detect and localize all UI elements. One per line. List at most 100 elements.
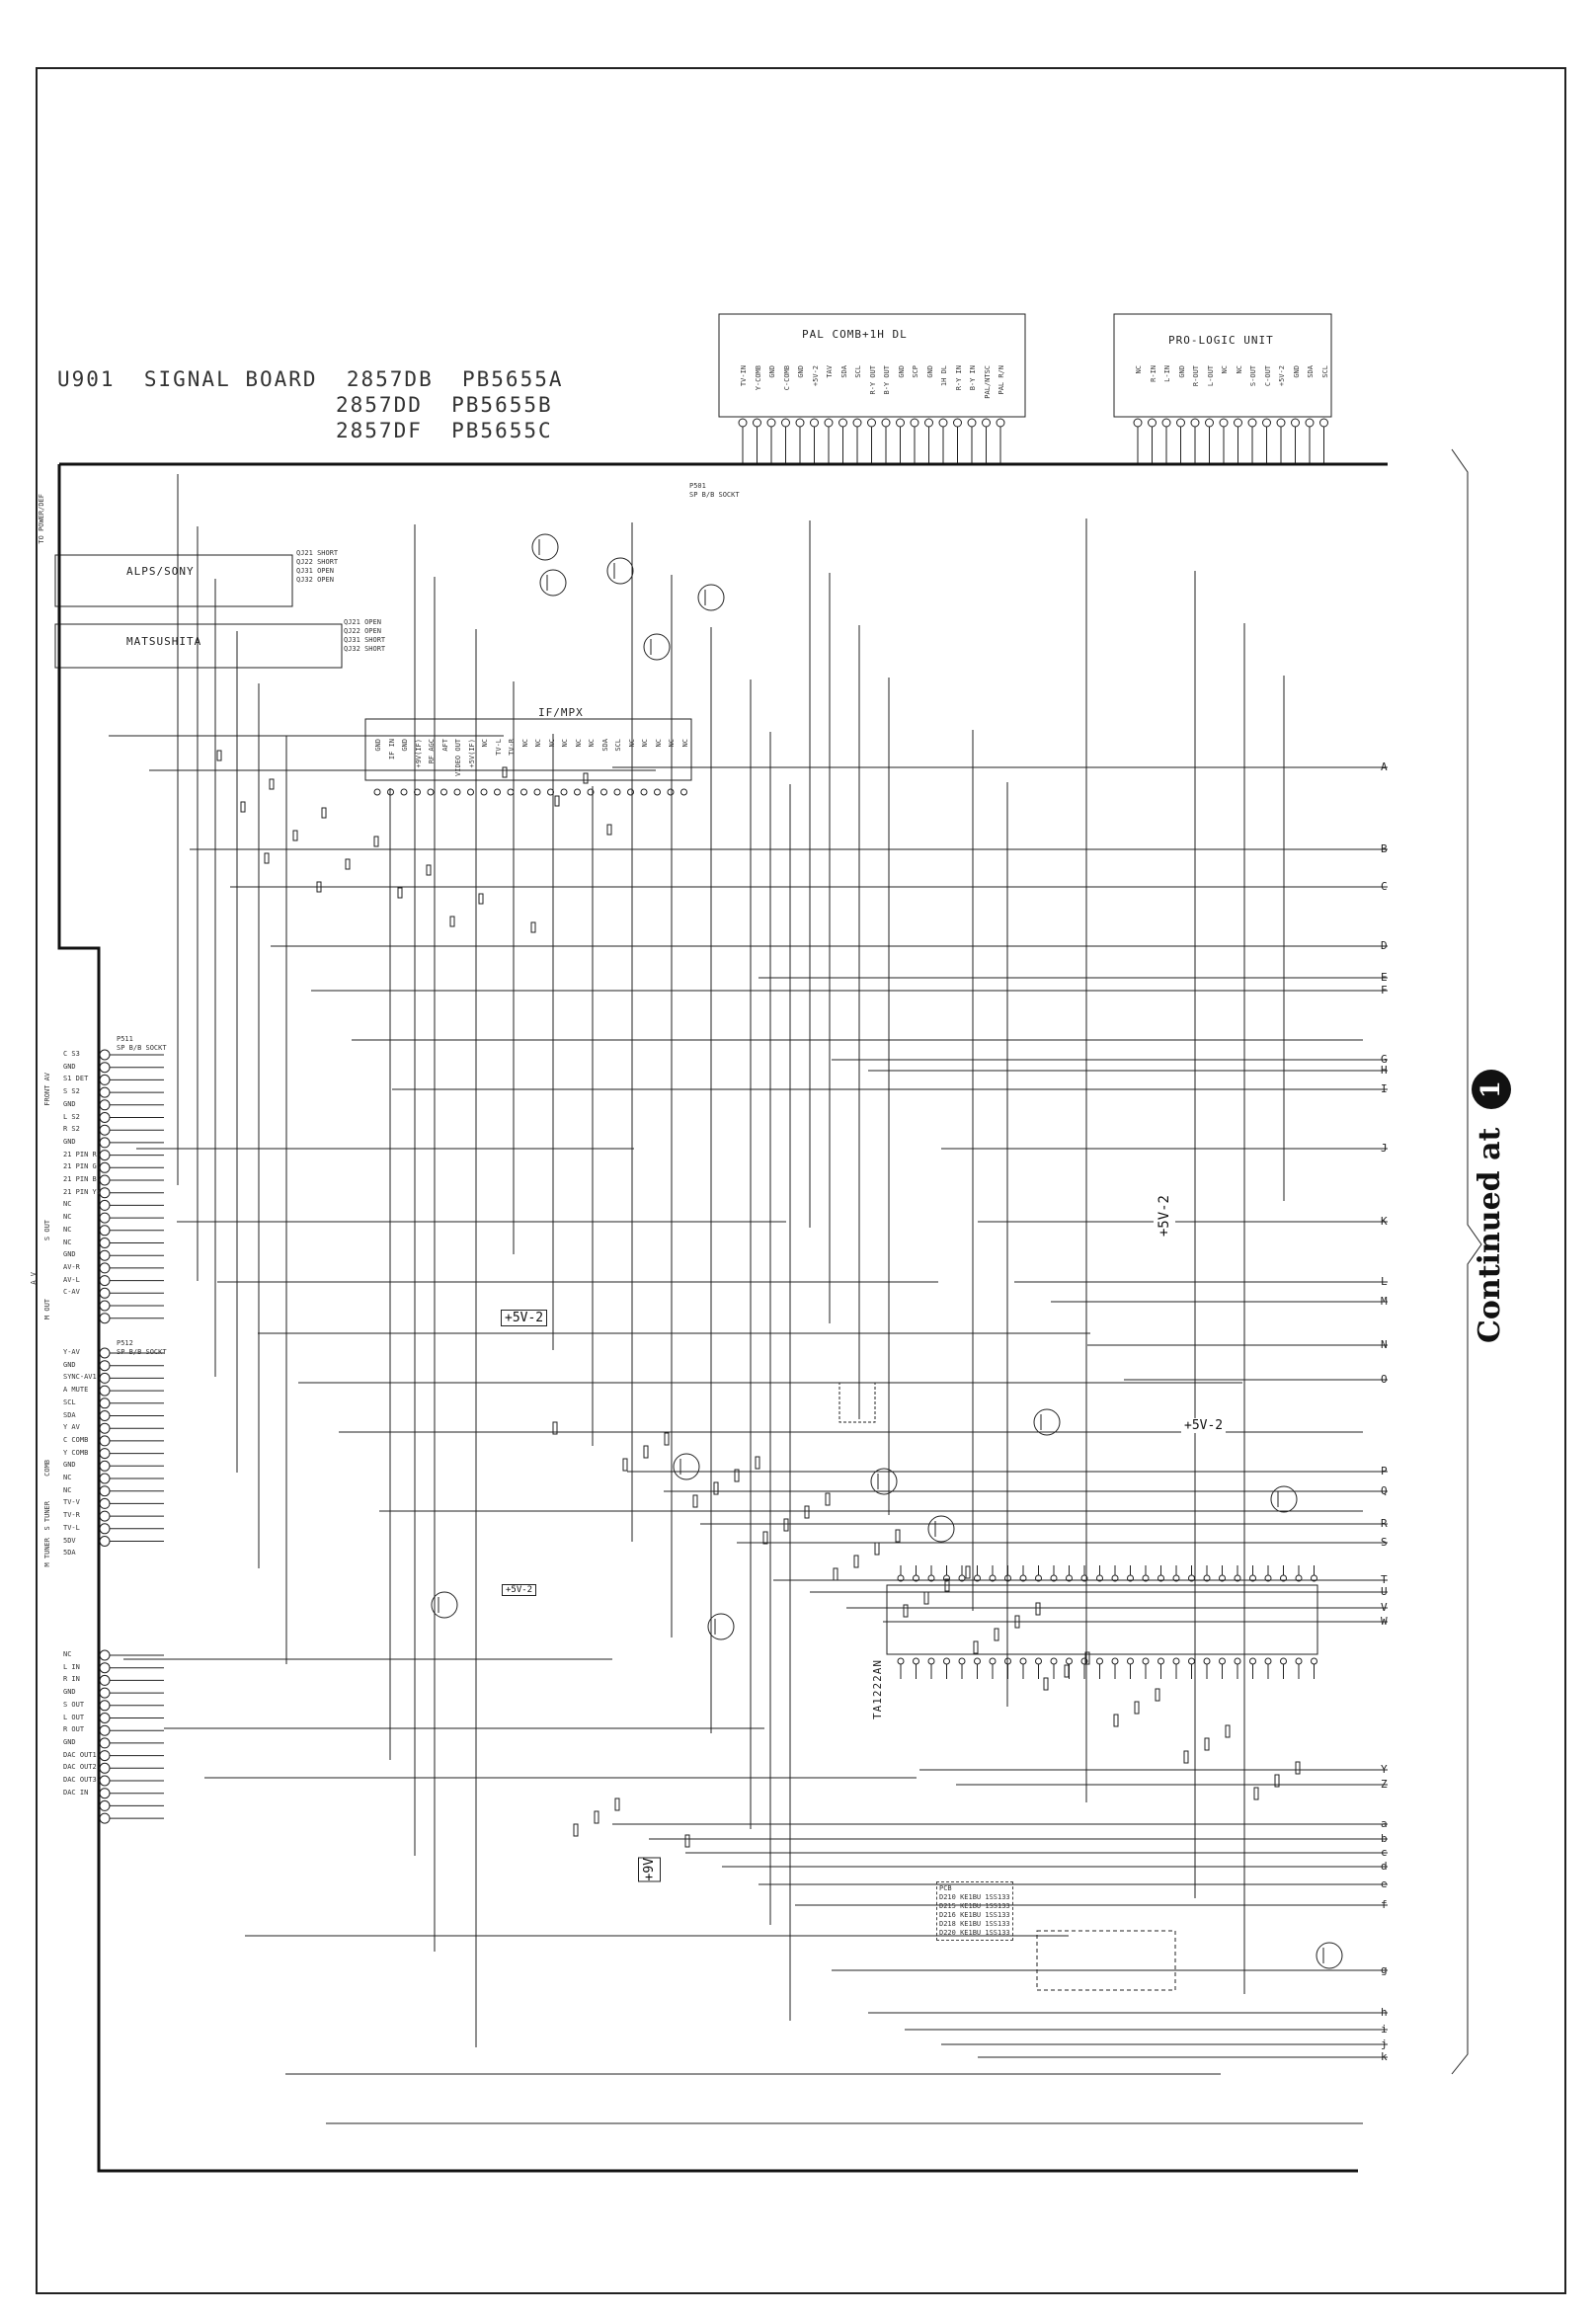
pal-pin-label: PAL R/N xyxy=(998,365,1005,395)
resistor xyxy=(622,1458,628,1472)
ic-bottom-pin xyxy=(913,1657,919,1665)
ic-bottom-pin xyxy=(974,1657,981,1665)
ic-top-pin xyxy=(1311,1574,1317,1582)
left-connector-pin xyxy=(99,1112,111,1123)
left-connector-pin-3 xyxy=(99,1700,111,1712)
left-conn-pin-label: 21 PIN B xyxy=(63,1175,97,1183)
ic-bottom-pin xyxy=(958,1657,966,1665)
ifmpx-pin-label: +5V(IF) xyxy=(467,739,476,768)
ic-top-pin xyxy=(927,1574,935,1582)
if-pin xyxy=(600,788,607,796)
pro-connector-pin xyxy=(1291,418,1300,428)
resistor xyxy=(643,1445,649,1459)
ic-top-pin xyxy=(1066,1574,1073,1582)
left-conn-pin-label: 21 PIN Ys xyxy=(63,1187,101,1196)
left-connector-pin xyxy=(99,1049,111,1061)
if-pin xyxy=(414,788,421,796)
ifmpx-pin-label: NC xyxy=(588,739,596,748)
pal-connector-pin xyxy=(982,418,991,428)
ic-top-pin xyxy=(1035,1574,1042,1582)
ifmpx-pin-label: GND xyxy=(374,739,382,752)
pal-pin-label: R-Y OUT xyxy=(868,365,877,395)
ic-bottom-pin xyxy=(1172,1657,1180,1665)
resistor xyxy=(903,1604,909,1618)
ifmpx-pin-label: NC xyxy=(534,739,542,748)
pal-comb-block-label: PAL COMB+1H DL xyxy=(802,328,908,341)
resistor xyxy=(264,852,270,864)
right-label-upper-C: C xyxy=(1381,880,1388,893)
left-connector-pin-3 xyxy=(99,1674,111,1686)
ic-bottom-pin xyxy=(1311,1657,1317,1665)
resistor xyxy=(594,1810,599,1824)
left-conn-pin-label: NC xyxy=(63,1238,72,1246)
pal-connector-pin xyxy=(953,418,962,428)
resistor xyxy=(573,1823,579,1837)
if-pin xyxy=(560,788,568,796)
right-label-upper-I: I xyxy=(1381,1082,1388,1095)
ic-top-pin xyxy=(1019,1574,1027,1582)
pal-connector-pin xyxy=(867,418,876,428)
left-conn3-pin-label: NC xyxy=(63,1650,72,1658)
resistor xyxy=(1113,1714,1119,1727)
left-conn2-pin-label: TV-V xyxy=(63,1498,80,1507)
pal-connector-pin xyxy=(967,418,977,428)
left-connector-pin xyxy=(99,1212,111,1224)
pal-connector-pin xyxy=(838,418,847,428)
pro-pin-label: L-IN xyxy=(1163,365,1171,382)
left-conn3-pin-label: R OUT xyxy=(63,1725,85,1734)
left-conn2-pin-label: SYNC-AV1 xyxy=(63,1373,97,1382)
rail-5v2-left: +5V-2 xyxy=(501,1310,548,1326)
pro-pin-label: NC xyxy=(1221,365,1229,374)
socket-p511: P511 SP B/B SOCKT xyxy=(117,1035,167,1052)
resistor xyxy=(1225,1724,1231,1738)
left-conn-pin-label: C-AV xyxy=(63,1288,80,1297)
drawing-frame xyxy=(36,67,1566,2294)
ic-bottom-pin xyxy=(1203,1657,1211,1665)
ic-bottom-pin xyxy=(897,1657,905,1665)
resistor xyxy=(713,1481,719,1495)
left-connector-pin xyxy=(99,1161,111,1173)
resistor xyxy=(1035,1602,1041,1616)
left-connector-pin xyxy=(99,1062,111,1074)
matsushita-jumper-notes: QJ21 OPEN QJ22 OPEN QJ31 SHORT QJ32 SHOR… xyxy=(344,618,386,653)
left-conn3-pin-label: GND xyxy=(63,1688,76,1697)
rail-5v2-small: +5V-2 xyxy=(502,1584,537,1596)
resistor xyxy=(554,795,560,807)
main-ic-label: TA1222AN xyxy=(871,1659,884,1719)
left-conn2-pin-label: SCL xyxy=(63,1398,76,1406)
left-connector-pin-2 xyxy=(99,1398,111,1409)
resistor xyxy=(804,1505,810,1519)
pal-pin-label: PAL/NTSC xyxy=(983,365,992,399)
resistor xyxy=(478,893,484,905)
transistor-Q204 xyxy=(707,1613,735,1640)
resistor xyxy=(552,1421,558,1435)
right-label-upper-D: D xyxy=(1381,939,1388,952)
left-conn2-pin-label: GND xyxy=(63,1461,76,1470)
right-label-upper-P: P xyxy=(1381,1465,1388,1477)
pal-connector-pin xyxy=(852,418,862,428)
transistor-Q301 xyxy=(1316,1942,1343,1969)
group-front-av: FRONT AV xyxy=(43,1073,51,1106)
left-conn3-pin-label: DAC IN xyxy=(63,1788,89,1797)
ic-bottom-pin xyxy=(1188,1657,1195,1665)
resistor xyxy=(1084,1651,1090,1665)
left-conn-pin-label: AV-R xyxy=(63,1262,80,1271)
left-connector-pin-2 xyxy=(99,1422,111,1434)
ic-top-pin xyxy=(1219,1574,1226,1582)
left-connector-pin xyxy=(99,1086,111,1098)
ic-bottom-pin xyxy=(1157,1657,1164,1665)
pro-pin-label: SCL xyxy=(1320,365,1329,378)
resistor xyxy=(1253,1787,1259,1800)
right-label-upper-J: J xyxy=(1381,1142,1388,1155)
pal-connector-pin xyxy=(924,418,933,428)
ic-bottom-pin xyxy=(1004,1657,1011,1665)
ic-top-pin xyxy=(958,1574,966,1582)
left-connector-pin xyxy=(99,1225,111,1237)
transistor-Q424 xyxy=(643,633,671,661)
ic-bottom-pin xyxy=(1127,1657,1134,1665)
resistor xyxy=(692,1494,698,1508)
pro-logic-block-label: PRO-LOGIC UNIT xyxy=(1168,334,1274,347)
if-pin xyxy=(627,788,634,796)
group-m-out: M OUT xyxy=(43,1299,51,1320)
pal-pin-label: TV-IN xyxy=(740,365,748,387)
